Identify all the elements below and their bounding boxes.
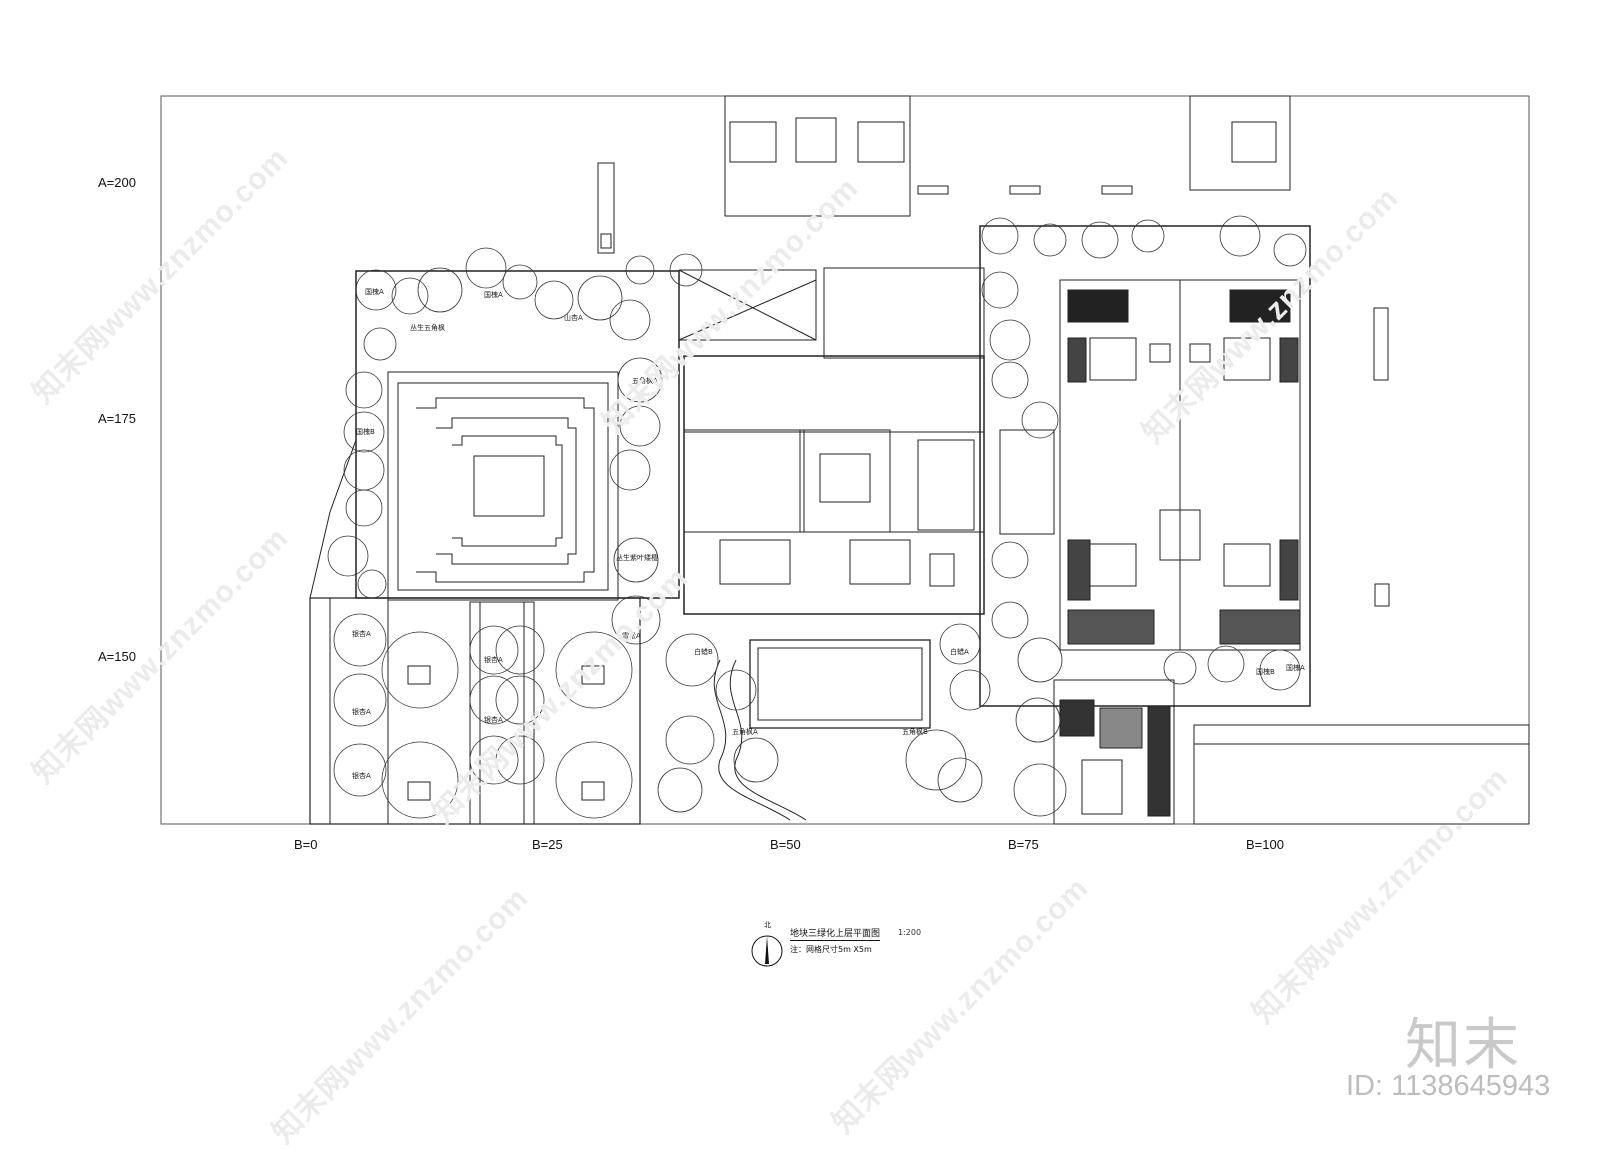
plant-label: 丛生五角枫 bbox=[410, 323, 445, 332]
plant-label: 丛生紫叶矮樱 bbox=[616, 553, 658, 562]
grid-note: 注：网格尺寸5m X5m bbox=[790, 945, 872, 954]
grid-label-b75: B=75 bbox=[1008, 837, 1039, 852]
plant-label: 国槐A bbox=[484, 290, 503, 299]
plant-label: 国槐A bbox=[1286, 663, 1305, 672]
plant-label: 银杏A bbox=[352, 629, 371, 638]
grid-label-a150: A=150 bbox=[98, 649, 136, 664]
grid-label-b100: B=100 bbox=[1246, 837, 1284, 852]
plant-label: 五角枫B bbox=[902, 727, 928, 736]
clubhouse-building bbox=[683, 355, 985, 615]
drawing-scale: 1:200 bbox=[898, 928, 922, 937]
north-label: 北 bbox=[764, 921, 771, 929]
east-villa-block bbox=[979, 225, 1311, 707]
tree-canopies bbox=[327, 215, 1307, 819]
north-arrow-icon bbox=[751, 935, 783, 967]
plant-label: 白蜡B bbox=[694, 647, 713, 656]
grid-label-a200: A=200 bbox=[98, 175, 136, 190]
west-garden-boundary bbox=[355, 270, 680, 599]
grid-label-b50: B=50 bbox=[770, 837, 801, 852]
grid-label-b0: B=0 bbox=[294, 837, 318, 852]
plant-label: 五角枫A bbox=[632, 376, 658, 385]
plant-label: 银杏A bbox=[352, 707, 371, 716]
plant-label: 山杏A bbox=[564, 313, 583, 322]
plant-label: 银杏A bbox=[484, 715, 503, 724]
asset-id: ID: 1138645943 bbox=[1346, 1070, 1551, 1102]
brand-logo-text: 知末 bbox=[1405, 1013, 1521, 1078]
grid-label-b25: B=25 bbox=[532, 837, 563, 852]
south-east-townhouses bbox=[1193, 724, 1530, 825]
plant-label: 银杏A bbox=[352, 771, 371, 780]
grid-label-a175: A=175 bbox=[98, 411, 136, 426]
plant-label: 五角枫A bbox=[732, 727, 758, 736]
plant-label: 国槐B bbox=[356, 427, 375, 436]
plant-label: 国槐B bbox=[1256, 667, 1275, 676]
plant-label: 雪松A bbox=[622, 631, 641, 640]
drawing-title: 地块三绿化上层平面图 bbox=[790, 926, 881, 941]
central-plaza bbox=[473, 455, 545, 517]
plant-label: 银杏A bbox=[484, 655, 503, 664]
plant-label: 国槐A bbox=[365, 287, 384, 296]
drawing-title-block: 北 地块三绿化上层平面图 1:200 注：网格尺寸5m X5m bbox=[750, 920, 940, 970]
south-pavilion bbox=[749, 639, 931, 729]
plant-label: 白蜡A bbox=[950, 647, 969, 656]
